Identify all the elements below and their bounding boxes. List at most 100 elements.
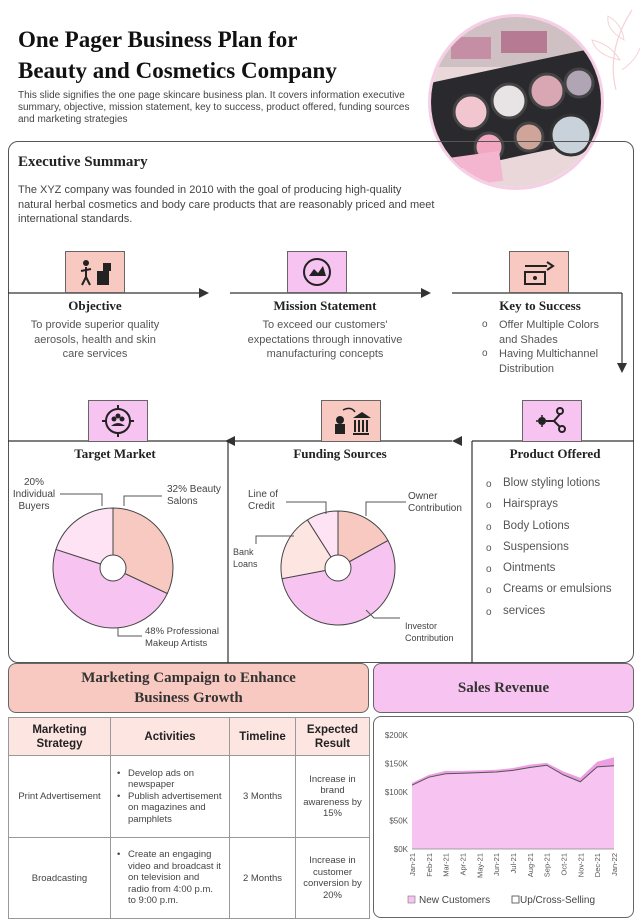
pie-hole bbox=[324, 554, 352, 582]
executive-summary-text: The XYZ company was founded in 2010 with… bbox=[18, 184, 435, 225]
x-tick-label: Apr-21 bbox=[459, 853, 468, 876]
objective-title: Objective bbox=[68, 298, 122, 313]
mission-statement-title: Mission Statement bbox=[273, 298, 377, 313]
pie-slice-2 bbox=[280, 519, 339, 580]
x-tick-label: Jan-22 bbox=[610, 853, 619, 876]
product-offered-title: Product Offered bbox=[509, 446, 601, 461]
arrow-right-icon bbox=[199, 288, 209, 298]
title-line-1: One Pager Business Plan for bbox=[18, 27, 298, 52]
pie-label-bank-loans: Bank Loans bbox=[233, 547, 258, 569]
legend-label-up-cross-selling: Up/Cross-Selling bbox=[520, 895, 595, 906]
pie-label-beauty-salons: 32% Beauty Salons bbox=[167, 484, 221, 507]
marketing-table: Marketing Strategy Activities Timeline E… bbox=[8, 717, 370, 919]
y-tick-label: $150K bbox=[385, 760, 409, 769]
table-row: Print Advertisement Develop ads on newsp… bbox=[8, 755, 370, 838]
pie-slice-1 bbox=[52, 548, 168, 629]
product-network-icon bbox=[536, 407, 566, 433]
objective-icon-box bbox=[65, 251, 125, 293]
x-tick-label: Sep-21 bbox=[543, 853, 552, 877]
pie-label-owner-contribution: Owner Contribution bbox=[408, 491, 462, 514]
list-item: Having Multichannel Distribution bbox=[482, 347, 612, 376]
marketing-campaign-title: Marketing Campaign to Enhance Business G… bbox=[8, 663, 369, 713]
target-market-title: Target Market bbox=[74, 446, 156, 461]
funding-sources-title: Funding Sources bbox=[293, 446, 387, 461]
table-header: Marketing Strategy bbox=[8, 717, 111, 756]
arrow-left-icon bbox=[452, 436, 462, 446]
sales-revenue-chart-frame: $0K $50K $100K $150K $200K Jan-21 Feb-21 Mar-21… bbox=[373, 716, 634, 918]
x-tick-label: Aug-21 bbox=[526, 853, 535, 877]
arrow-right-icon bbox=[421, 288, 431, 298]
table-row: Broadcasting Create an engaging video an… bbox=[8, 837, 370, 919]
product-icon-box bbox=[522, 400, 582, 442]
table-header: Expected Result bbox=[295, 717, 370, 756]
mission-icon-box bbox=[287, 251, 347, 293]
target-market-icon-box bbox=[88, 400, 148, 442]
leaf-decoration-icon bbox=[591, 9, 640, 90]
list-item: services bbox=[486, 601, 632, 624]
executive-summary-title: Executive Summary bbox=[18, 154, 148, 170]
arrow-left-icon bbox=[225, 436, 235, 446]
pie-slice-2 bbox=[55, 507, 114, 569]
table-cell-timeline: 3 Months bbox=[229, 755, 296, 838]
table-cell-strategy: Broadcasting bbox=[8, 837, 111, 919]
title-line-2: Beauty and Cosmetics Company bbox=[18, 58, 337, 83]
x-tick-label: May-21 bbox=[475, 853, 484, 878]
table-cell-result: Increase in customer conversion by 20% bbox=[295, 837, 370, 919]
table-header: Activities bbox=[110, 717, 230, 756]
pie-label-makeup-artists: 48% Professional Makeup Artists bbox=[145, 626, 219, 649]
table-cell-result: Increase in brand awareness by 15% bbox=[295, 755, 370, 838]
x-tick-label: Jul-21 bbox=[509, 853, 518, 873]
y-tick-label: $0K bbox=[394, 845, 409, 854]
pie-label-line-of-credit: Line of Credit bbox=[248, 489, 279, 512]
list-item: Creams or emulsions bbox=[486, 579, 632, 602]
table-cell-activities: Create an engaging video and broadcast i… bbox=[110, 837, 230, 919]
x-tick-label: Jan-21 bbox=[408, 853, 417, 876]
bank-funding-icon bbox=[335, 407, 371, 435]
pie-slice-0 bbox=[112, 507, 174, 595]
x-tick-label: Oct-21 bbox=[560, 853, 569, 876]
pie-hole bbox=[99, 554, 127, 582]
arrow-down-icon bbox=[617, 363, 627, 373]
list-item: Publish advertisement on magazines and p… bbox=[117, 791, 223, 826]
key-success-icon bbox=[524, 261, 555, 285]
legend-swatch-new-customers bbox=[407, 895, 416, 904]
key-to-success-list: Offer Multiple Colors and Shades Having … bbox=[482, 318, 612, 376]
list-item: Body Lotions bbox=[486, 516, 632, 539]
key-success-icon-box bbox=[509, 251, 569, 293]
list-item: Blow styling lotions bbox=[486, 473, 632, 496]
x-tick-label: Dec-21 bbox=[593, 853, 602, 877]
list-item: Suspensions bbox=[486, 537, 632, 560]
sales-revenue-area-chart: $0K $50K $100K $150K $200K Jan-21 Feb-21 Mar-21… bbox=[385, 731, 619, 906]
target-achievement-icon bbox=[80, 260, 111, 286]
list-item: Develop ads on newspaper bbox=[117, 768, 223, 791]
y-tick-label: $100K bbox=[385, 788, 409, 797]
sales-revenue-title: Sales Revenue bbox=[373, 663, 634, 713]
table-cell-timeline: 2 Months bbox=[229, 837, 296, 919]
table-header-row: Marketing Strategy Activities Timeline E… bbox=[8, 717, 370, 756]
gauge-icon bbox=[303, 258, 331, 286]
pie-slice-3 bbox=[306, 510, 339, 570]
table-cell-strategy: Print Advertisement bbox=[8, 755, 111, 838]
list-item: Hairsprays bbox=[486, 494, 632, 517]
funding-icon-box bbox=[321, 400, 381, 442]
x-tick-label: Jun-21 bbox=[492, 853, 501, 876]
pie-label-individual-buyers: 20% Individual Buyers bbox=[12, 477, 56, 512]
list-item: Ointments bbox=[486, 558, 632, 581]
list-item: Create an engaging video and broadcast i… bbox=[117, 849, 223, 907]
y-tick-label: $200K bbox=[385, 731, 409, 740]
y-tick-label: $50K bbox=[389, 817, 408, 826]
pie-slice-1 bbox=[281, 539, 396, 626]
objective-text: To provide superior quality aerosols, he… bbox=[30, 319, 160, 360]
table-header: Timeline bbox=[229, 717, 296, 756]
pie-slice-0 bbox=[337, 510, 389, 569]
legend-swatch-up-cross-selling bbox=[511, 895, 520, 904]
x-tick-label: Feb-21 bbox=[425, 853, 434, 877]
table-cell-activities: Develop ads on newspaper Publish adverti… bbox=[110, 755, 230, 838]
x-tick-label: Nov-21 bbox=[576, 853, 585, 877]
x-tick-label: Mar-21 bbox=[442, 853, 451, 877]
page-subtitle: This slide signifies the one page skinca… bbox=[18, 90, 410, 125]
target-audience-icon bbox=[102, 405, 134, 437]
mission-statement-text: To exceed our customers' expectations th… bbox=[247, 319, 403, 360]
area-series-new-customers bbox=[412, 765, 614, 849]
target-market-pie-chart bbox=[52, 493, 174, 637]
